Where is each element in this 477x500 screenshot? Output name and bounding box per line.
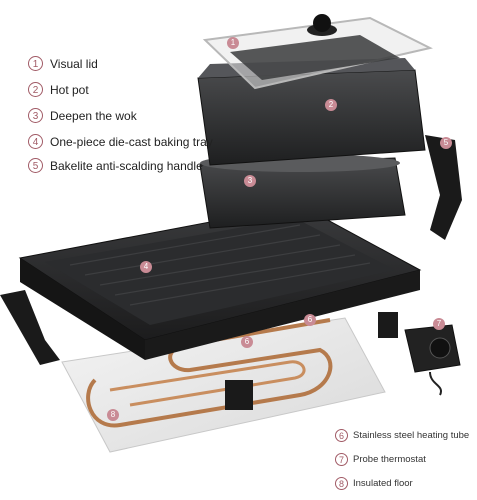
legend-text: Insulated floor [353, 478, 413, 489]
terminal-block-left [225, 380, 253, 410]
right-handle [425, 135, 462, 240]
callout-6a: 6 [304, 314, 316, 326]
hot-pot [197, 69, 426, 166]
tray-base [20, 258, 145, 360]
legend-number: 5 [28, 158, 43, 173]
legend-item-baking-tray: 4 One-piece die-cast baking tray [28, 134, 213, 149]
callout-6b: 6 [241, 336, 253, 348]
heating-tube-inner [109, 360, 306, 407]
legend-item-thermostat: 7 Probe thermostat [335, 453, 426, 466]
callout-3: 3 [244, 175, 256, 187]
lid-knob [313, 14, 331, 32]
legend-item-heating-tube: 6 Stainless steel heating tube [335, 429, 469, 442]
legend-number: 2 [28, 82, 43, 97]
legend-number: 3 [28, 108, 43, 123]
legend-text: One-piece die-cast baking tray [50, 134, 213, 149]
legend-number: 8 [335, 477, 348, 490]
callout-1: 1 [227, 37, 239, 49]
legend-text: Stainless steel heating tube [353, 430, 470, 441]
callout-8: 8 [107, 409, 119, 421]
legend-number: 6 [335, 429, 348, 442]
baking-tray-surface [45, 218, 395, 325]
legend-number: 1 [28, 56, 43, 71]
legend-item-handle: 5 Bakelite anti-scalding handle [28, 158, 203, 173]
thermostat-knob [429, 337, 451, 359]
legend-number: 4 [28, 134, 43, 149]
tray-base-side [145, 270, 420, 360]
lid-inner-pot [230, 35, 400, 80]
thermostat-cable [429, 371, 442, 396]
callout-4: 4 [140, 261, 152, 273]
terminal-block-right [378, 312, 398, 338]
callout-5: 5 [440, 137, 452, 149]
legend-text: Bakelite anti-scalding handle [50, 158, 203, 173]
legend-item-hot-pot: 2 Hot pot [28, 82, 89, 97]
callout-7: 7 [433, 318, 445, 330]
legend-text: Visual lid [50, 56, 98, 71]
legend-text: Hot pot [50, 82, 89, 97]
legend-number: 7 [335, 453, 348, 466]
legend-item-visual-lid: 1 Visual lid [28, 56, 98, 71]
callout-2: 2 [325, 99, 337, 111]
legend-item-insulated-floor: 8 Insulated floor [335, 477, 413, 490]
heating-tube-outer [86, 318, 333, 428]
legend-text: Deepen the wok [50, 108, 137, 123]
left-handle [0, 290, 60, 365]
tray-ribs [69, 224, 371, 306]
legend-text: Probe thermostat [353, 454, 426, 465]
legend-item-deepen-wok: 3 Deepen the wok [28, 108, 137, 123]
